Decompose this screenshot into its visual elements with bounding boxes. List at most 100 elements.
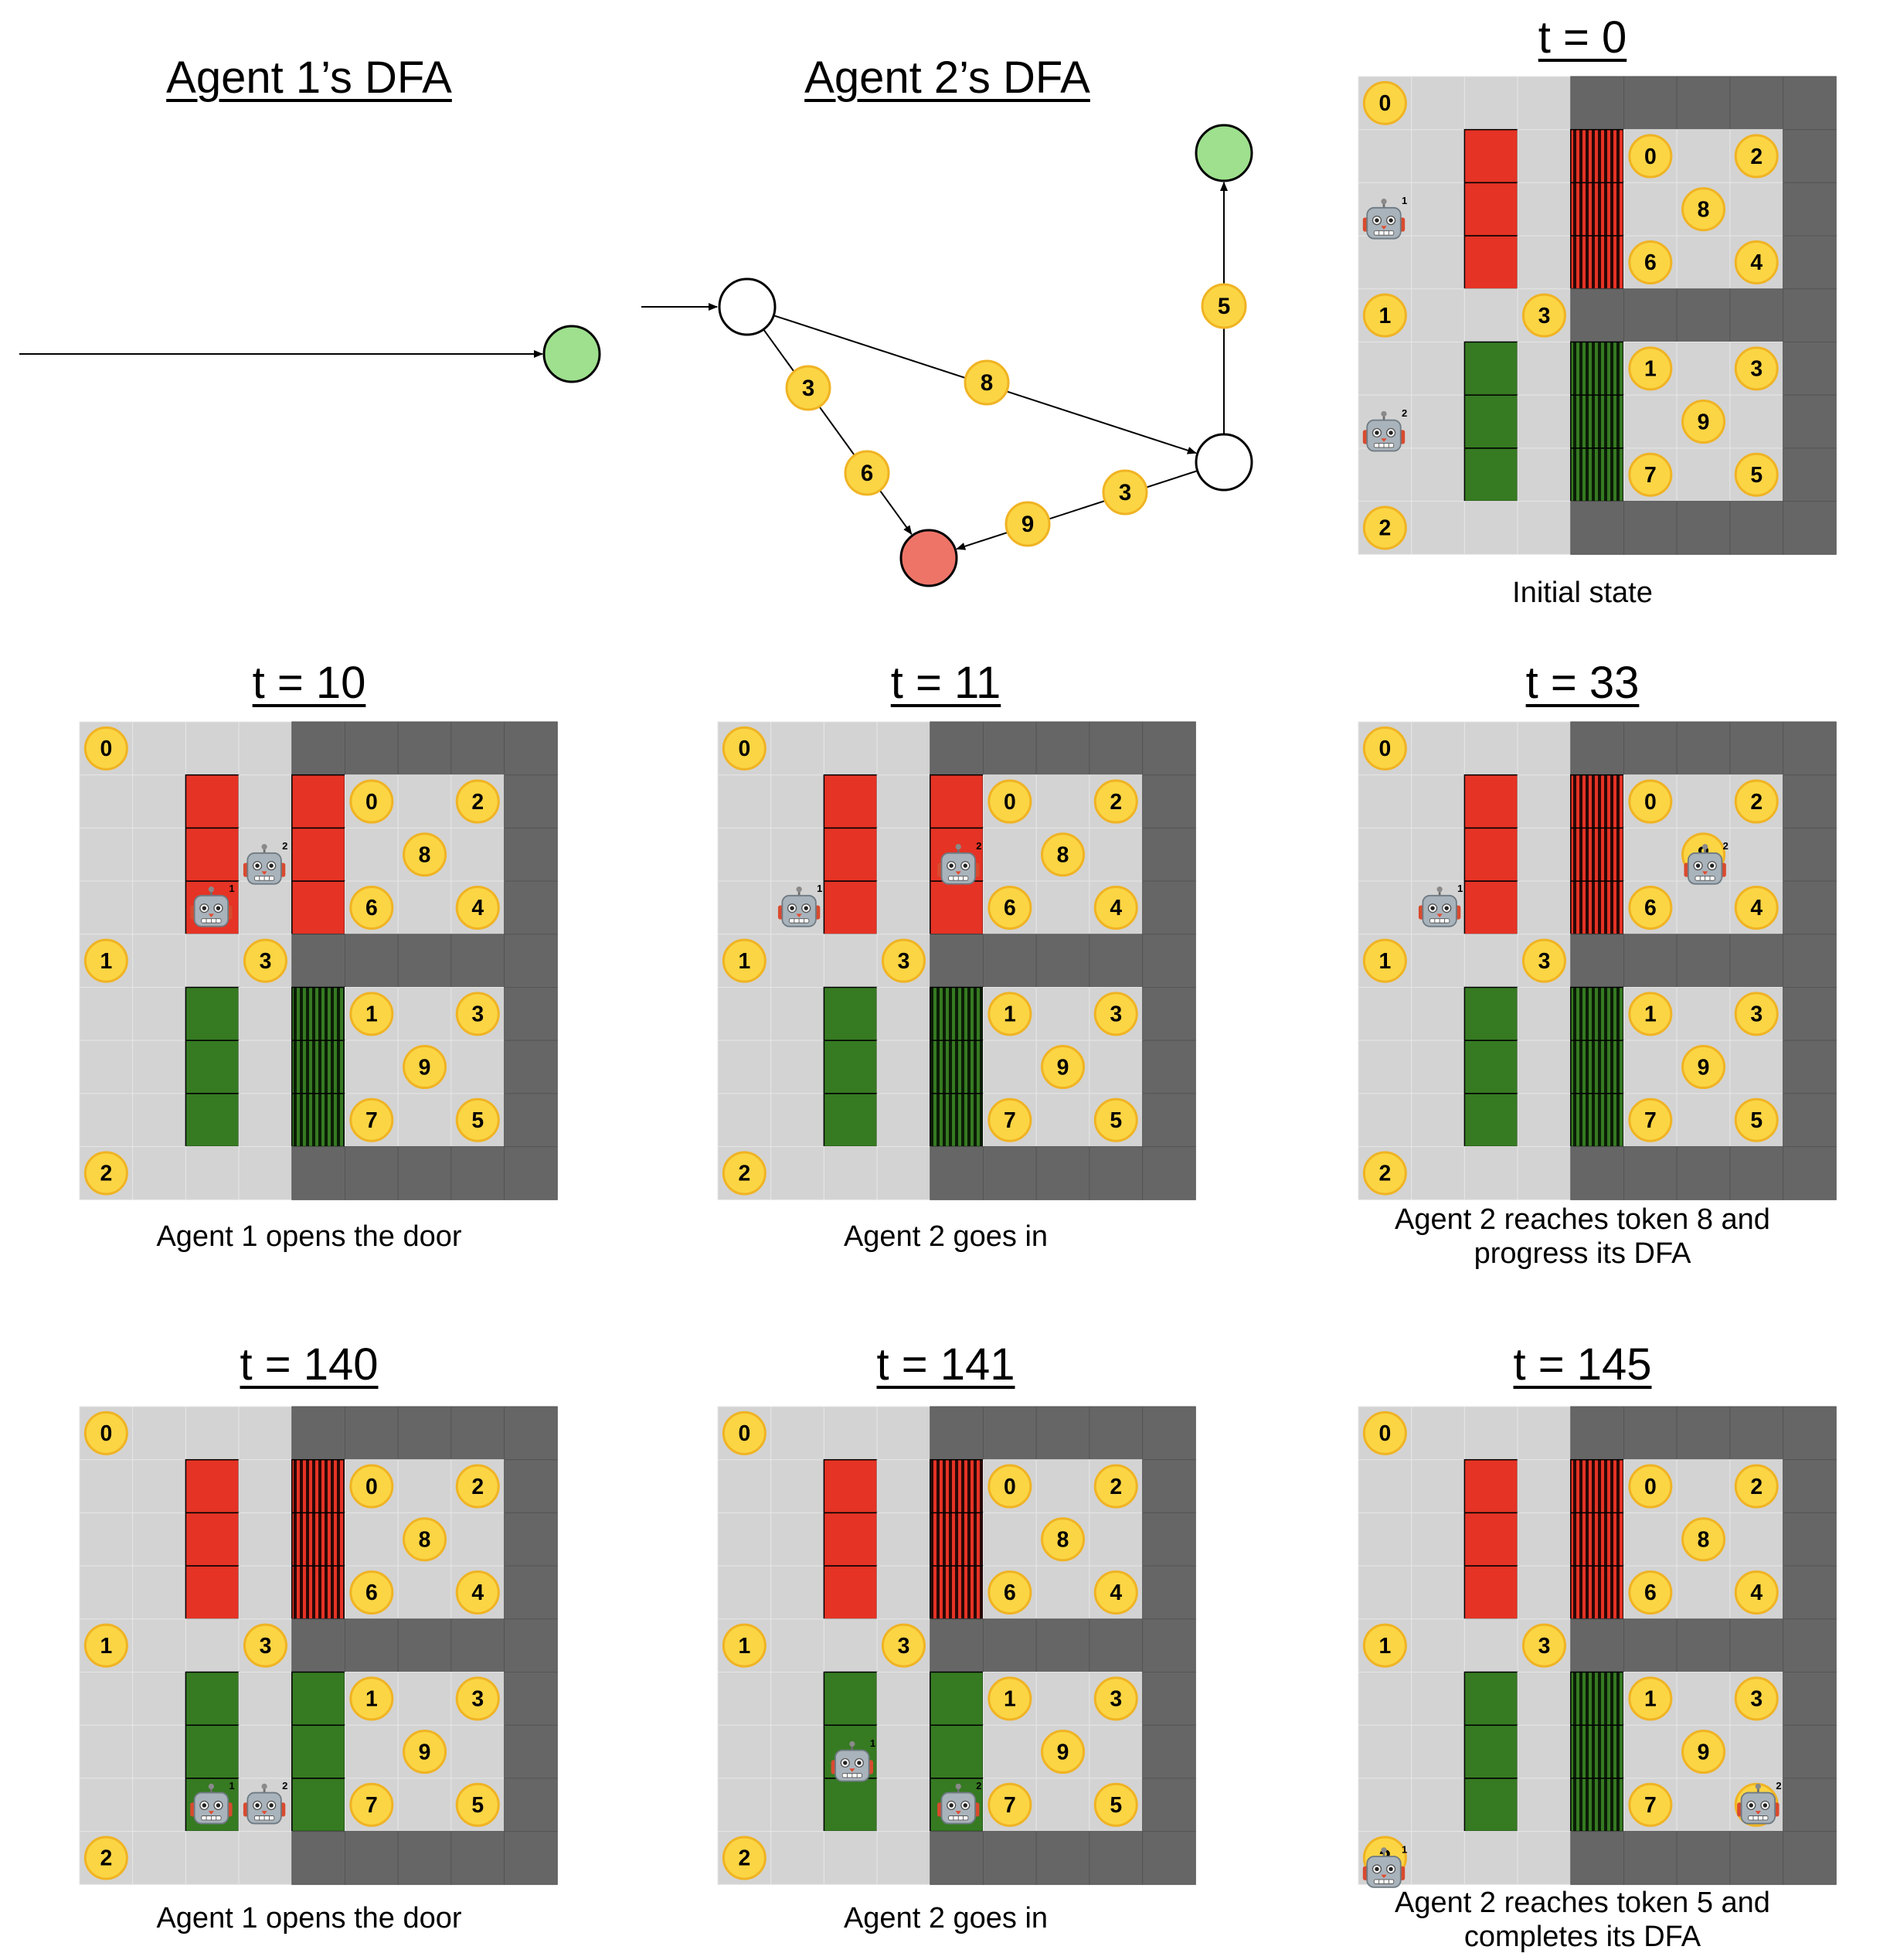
token-0: 0 <box>987 1464 1032 1509</box>
token-label: 6 <box>1644 896 1657 920</box>
token-circle <box>1734 134 1779 179</box>
agent-id-label: 1 <box>870 1737 875 1749</box>
wall-cell <box>1142 1512 1196 1567</box>
floor-cell <box>397 1672 452 1726</box>
token-0: 0 <box>349 1464 394 1509</box>
token-3: 3 <box>455 1676 500 1721</box>
red-door-cell <box>291 774 346 829</box>
token-label: 0 <box>100 1421 112 1446</box>
floor-cell <box>238 1831 293 1885</box>
red-button-cell <box>185 1565 240 1620</box>
floor-cell <box>1676 447 1731 502</box>
floor-cell <box>1411 774 1465 829</box>
wall-cell <box>1623 934 1678 989</box>
floor-cell <box>1358 1672 1412 1726</box>
floor-cell <box>132 987 186 1041</box>
token-5: 5 <box>1734 1097 1779 1142</box>
floor-cell <box>983 1040 1037 1094</box>
wall-cell <box>1089 1618 1144 1673</box>
wall-cell <box>504 774 558 829</box>
token-label: 3 <box>260 1634 272 1659</box>
token-label: 3 <box>898 1634 910 1659</box>
red-door-cell <box>1570 827 1625 882</box>
token-label: 0 <box>1644 790 1657 815</box>
floor-cell <box>397 774 452 829</box>
token-1: 1 <box>722 1623 767 1668</box>
floor-cell <box>1517 1724 1572 1779</box>
token-label: 5 <box>1218 294 1230 319</box>
token-label: 1 <box>1644 1687 1657 1712</box>
token-circle <box>1362 1410 1407 1455</box>
floor-cell <box>345 827 399 882</box>
wall-cell <box>504 1618 558 1673</box>
green-door-cell <box>1570 394 1625 449</box>
token-label: 9 <box>419 1055 431 1080</box>
wall-cell <box>930 1406 984 1461</box>
token-circle <box>987 992 1032 1036</box>
wall-cell <box>1142 1778 1196 1832</box>
token-label: 9 <box>419 1740 431 1764</box>
token-label: 6 <box>1644 1581 1657 1605</box>
floor-cell <box>1411 827 1465 882</box>
token-5: 5 <box>1734 452 1779 497</box>
panel-caption-t145: Agent 2 reaches token 5 and completes it… <box>1395 1887 1770 1953</box>
token-1: 1 <box>1628 346 1673 391</box>
wall-cell <box>504 721 558 776</box>
wall-cell <box>1783 1040 1837 1094</box>
robot-icon-agent-2: 2 <box>242 1780 287 1825</box>
wall-cell <box>1142 827 1196 882</box>
floor-cell <box>770 1146 824 1200</box>
token-label: 1 <box>365 1002 378 1027</box>
token-label: 1 <box>1378 304 1391 328</box>
wall-cell <box>1089 1831 1144 1885</box>
floor-cell <box>1358 1093 1412 1148</box>
token-circle <box>349 1570 394 1615</box>
floor-cell <box>132 1406 186 1461</box>
floor-cell <box>1517 1512 1572 1567</box>
token-label: 8 <box>1698 197 1710 222</box>
token-circle <box>83 1836 128 1880</box>
floor-cell <box>132 1093 186 1148</box>
floor-cell <box>1676 1093 1731 1148</box>
red-door-cell <box>291 827 346 882</box>
wall-cell <box>1729 288 1784 342</box>
wall-cell <box>1623 1618 1678 1673</box>
token-circle <box>1734 1676 1779 1721</box>
floor-cell <box>1517 129 1572 183</box>
floor-cell <box>185 1831 240 1885</box>
floor-cell <box>770 1565 824 1620</box>
wall-cell <box>983 1831 1037 1885</box>
token-5: 5 <box>455 1097 500 1142</box>
floor-cell <box>876 1459 931 1513</box>
wall-cell <box>930 1618 984 1673</box>
green-door-cell <box>1570 447 1625 502</box>
token-circle <box>1102 469 1148 516</box>
floor-cell <box>238 721 293 776</box>
token-label: 5 <box>471 1793 484 1818</box>
wall-cell <box>1623 76 1678 131</box>
floor-cell <box>1411 342 1465 396</box>
token-circle <box>1734 1570 1779 1615</box>
wall-cell <box>1729 501 1784 555</box>
red-door-cell <box>930 880 984 935</box>
floor-cell <box>770 1778 824 1832</box>
token-circle <box>987 1676 1032 1721</box>
wall-cell <box>504 1146 558 1200</box>
token-circle <box>844 450 890 496</box>
green-door-cell <box>1570 986 1625 1041</box>
wall-cell <box>291 934 345 989</box>
wall-cell <box>1783 1724 1837 1779</box>
agent-id-label: 2 <box>282 1780 287 1792</box>
panel-caption-t10: Agent 1 opens the door <box>156 1220 462 1253</box>
wall-cell <box>1676 501 1731 555</box>
floor-cell <box>1411 1512 1465 1567</box>
green-door-cell <box>1570 1671 1625 1726</box>
token-circle <box>722 1151 767 1196</box>
token-9: 9 <box>403 1045 447 1090</box>
token-circle <box>349 1097 394 1142</box>
wall-cell <box>504 987 558 1041</box>
token-circle <box>1362 938 1407 983</box>
token-label: 7 <box>365 1108 378 1133</box>
token-1: 1 <box>1362 1623 1407 1668</box>
